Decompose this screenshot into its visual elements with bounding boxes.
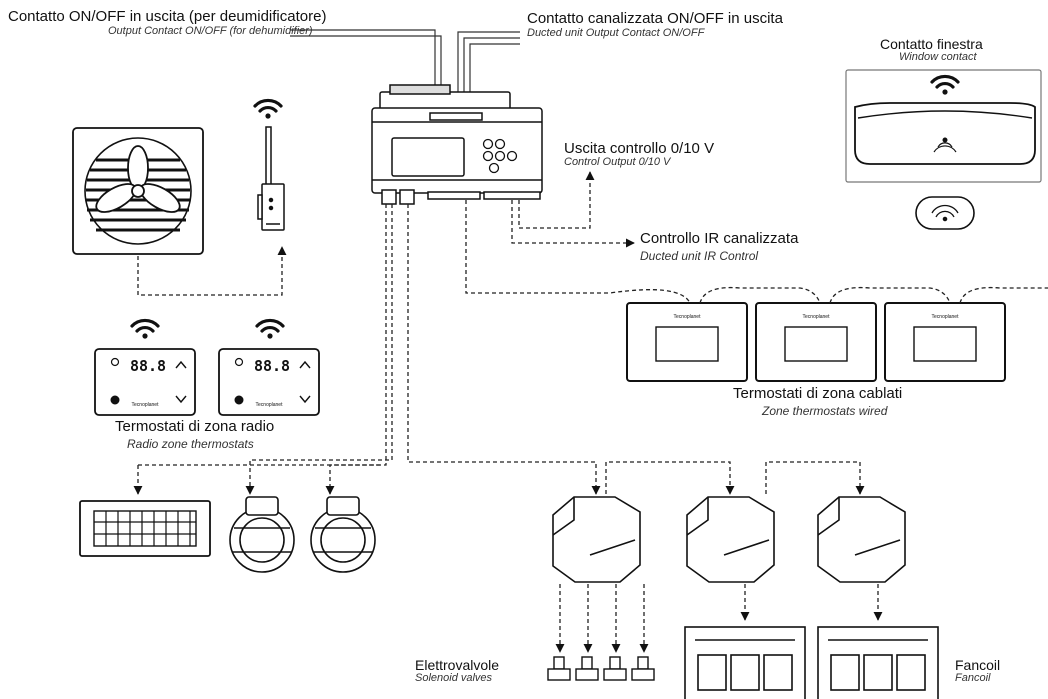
label-output-dehumidifier: Contatto ON/OFF in uscita (per deumidifi… — [8, 8, 327, 25]
label-window-contact: Contatto finestra — [880, 36, 983, 52]
fancoil-units — [684, 626, 939, 699]
label-control-0-10v-en: Control Output 0/10 V — [564, 156, 671, 168]
air-grille — [79, 500, 211, 557]
label-solenoid-valves-en: Solenoid valves — [415, 672, 493, 684]
wired-thermostats — [626, 302, 1006, 382]
brand-label-wired-1: Tecnoplanet — [673, 314, 701, 320]
label-ir-control-en: Ducted unit IR Control — [640, 249, 759, 263]
output-cables — [290, 29, 520, 92]
solenoid-valves — [547, 656, 655, 681]
din-modules — [552, 496, 906, 583]
label-fancoil-en: Fancoil — [955, 672, 991, 684]
brand-label-wired-3: Tecnoplanet — [931, 314, 959, 320]
brand-label-wired-2: Tecnoplanet — [802, 314, 830, 320]
label-radio-thermostats-en: Radio zone thermostats — [127, 437, 254, 451]
radio-module — [257, 126, 285, 231]
brand-label-radio-1: Tecnoplanet — [131, 402, 159, 408]
label-window-contact-en: Window contact — [899, 51, 977, 63]
radio-thermostats — [94, 348, 320, 416]
label-radio-thermostats: Termostati di zona radio — [115, 418, 275, 435]
thermostat-display-1: 88.8 — [129, 357, 167, 375]
thermostat-display-2: 88.8 — [253, 357, 291, 375]
label-control-0-10v: Uscita controllo 0/10 V — [564, 140, 715, 157]
label-output-dehumidifier-en: Output Contact ON/OFF (for dehumidifier) — [108, 25, 313, 37]
label-fancoil: Fancoil — [955, 657, 1001, 673]
label-wired-thermostats-en: Zone thermostats wired — [762, 404, 888, 418]
label-wired-thermostats: Termostati di zona cablati — [733, 385, 903, 402]
label-output-ducted-en: Ducted unit Output Contact ON/OFF — [527, 27, 705, 39]
central-controller — [371, 84, 543, 205]
label-output-ducted: Contatto canalizzata ON/OFF in uscita — [527, 10, 783, 27]
label-ir-control: Controllo IR canalizzata — [640, 230, 799, 247]
brand-label-radio-2: Tecnoplanet — [255, 402, 283, 408]
window-contact — [845, 69, 1042, 230]
label-solenoid-valves: Elettrovalvole — [415, 657, 500, 673]
motorized-dampers — [229, 496, 376, 573]
connections — [133, 171, 1048, 653]
outdoor-unit — [72, 127, 204, 255]
